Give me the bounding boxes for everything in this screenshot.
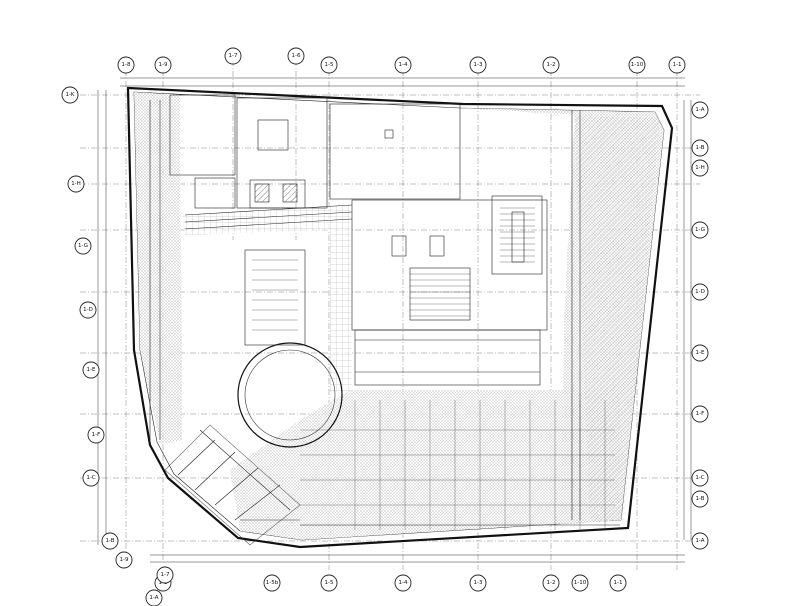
left-axis-bubble-circle (87, 426, 105, 444)
top-axis-bubble-label: 1-7 (229, 53, 238, 59)
right-axis-bubble-circle (691, 283, 709, 301)
bottom-axis-bubble-label: 1-4 (399, 580, 408, 586)
right-axis-bubble-label: 1-E (696, 350, 705, 356)
top-axis-bubble-circle (628, 56, 646, 74)
top-axis-bubble-label: 1-3 (474, 62, 483, 68)
stair-a (409, 267, 471, 321)
right-axis-bubble-label: 1-B (695, 496, 704, 502)
top-axis-bubble-label: 1-5 (325, 62, 334, 68)
left-axis-bubble-label: 1-D (83, 307, 93, 313)
circular-atrium (237, 249, 343, 448)
right-axis-bubble-circle (691, 139, 709, 157)
right-axis-bubble-circle (691, 101, 709, 119)
right-axis-bubble-label: 1-D (695, 289, 705, 295)
pipe-runs (149, 100, 620, 526)
bottom-axis-bubble-circle (394, 574, 412, 592)
vertical-core (351, 195, 548, 386)
interior-rooms (169, 94, 461, 209)
bottom-axis-bubble-circle (609, 574, 627, 592)
top-axis-bubble-circle (287, 47, 305, 65)
top-axis-bubble-label: 1-4 (399, 62, 408, 68)
left-axis-bubble-label: 1-F (92, 432, 101, 438)
right-axis-bubble-label: 1-G (695, 227, 705, 233)
bottom-axis-bubble-label: 1-5 (325, 580, 334, 586)
diagonal-axis-bubble-circle (115, 551, 133, 569)
right-axis-bubble-label: 1-C (695, 475, 704, 481)
left-axis-bubble-circle (67, 175, 85, 193)
left-axis-bubble-circle (145, 589, 163, 606)
bottom-axis-bubble-label: 1-2 (547, 580, 556, 586)
top-axis-bubble-circle (224, 47, 242, 65)
left-axis-bubble-label: 1-A (149, 595, 158, 601)
bottom-axis-bubble-circle (469, 574, 487, 592)
left-axis-bubble-circle (82, 469, 100, 487)
left-axis-bubble-circle (82, 361, 100, 379)
top-axis-bubble-label: 1-2 (547, 62, 556, 68)
top-axis-bubble-circle (542, 56, 560, 74)
right-axis-bubble-circle (691, 532, 709, 550)
left-axis-bubble-circle (74, 237, 92, 255)
left-axis-bubble-circle (101, 532, 119, 550)
right-axis-bubble-circle (691, 344, 709, 362)
axis-bubbles: 1-81-91-71-61-51-41-31-21-101-11-81-5b1-… (61, 47, 709, 606)
right-axis-bubble-label: 1-F (696, 411, 705, 417)
top-axis-bubble-circle (469, 56, 487, 74)
right-axis-bubble-circle (691, 159, 709, 177)
right-axis-bubble-circle (691, 405, 709, 423)
left-axis-bubble-label: 1-E (87, 367, 96, 373)
bottom-axis-bubble-label: 1-1 (614, 580, 623, 586)
left-axis-bubble-label: 1-H (71, 181, 81, 187)
bottom-axis-bubble-label: 1-5b (266, 580, 279, 586)
top-axis-bubble-label: 1-6 (292, 53, 301, 59)
diagonal-axis-bubble-label: 1-7 (161, 572, 170, 578)
right-axis-bubble-label: 1-A (695, 538, 704, 544)
right-axis-bubble-label: 1-A (695, 107, 704, 113)
top-axis-bubble-circle (394, 56, 412, 74)
bottom-axis-bubble-circle (320, 574, 338, 592)
top-axis-bubble-label: 1-8 (122, 62, 131, 68)
right-axis-bubble-label: 1-H (695, 165, 705, 171)
right-axis-bubble-circle (691, 490, 709, 508)
perimeter-zones (134, 92, 664, 540)
top-axis-bubble-label: 1-10 (631, 62, 644, 68)
top-axis-bubble-circle (320, 56, 338, 74)
top-axis-bubble-circle (668, 56, 686, 74)
diagonal-axis-bubble-label: 1-9 (120, 557, 129, 563)
bottom-axis-bubble-circle (542, 574, 560, 592)
bottom-axis-bubble-label: 1-10 (574, 580, 587, 586)
left-axis-bubble-label: 1-B (105, 538, 114, 544)
right-axis-bubble-circle (691, 221, 709, 239)
bottom-axis-bubble-label: 1-3 (474, 580, 483, 586)
dimension-lines (97, 77, 692, 563)
diagonal-axis-bubble-circle (156, 566, 174, 584)
right-axis-bubble-label: 1-B (695, 145, 704, 151)
left-axis-bubble-label: 1-K (65, 92, 74, 98)
top-axis-bubble-label: 1-1 (673, 62, 682, 68)
left-axis-bubble-circle (61, 86, 79, 104)
right-axis-bubble-circle (691, 469, 709, 487)
top-axis-bubble-circle (154, 56, 172, 74)
left-axis-bubble-label: 1-G (78, 243, 88, 249)
stair-b (491, 195, 543, 275)
bottom-axis-bubble-circle (263, 574, 281, 592)
left-axis-bubble-circle (79, 301, 97, 319)
top-axis-bubble-circle (117, 56, 135, 74)
bottom-axis-bubble-circle (571, 574, 589, 592)
left-axis-bubble-label: 1-C (86, 475, 95, 481)
top-axis-bubble-label: 1-9 (159, 62, 168, 68)
